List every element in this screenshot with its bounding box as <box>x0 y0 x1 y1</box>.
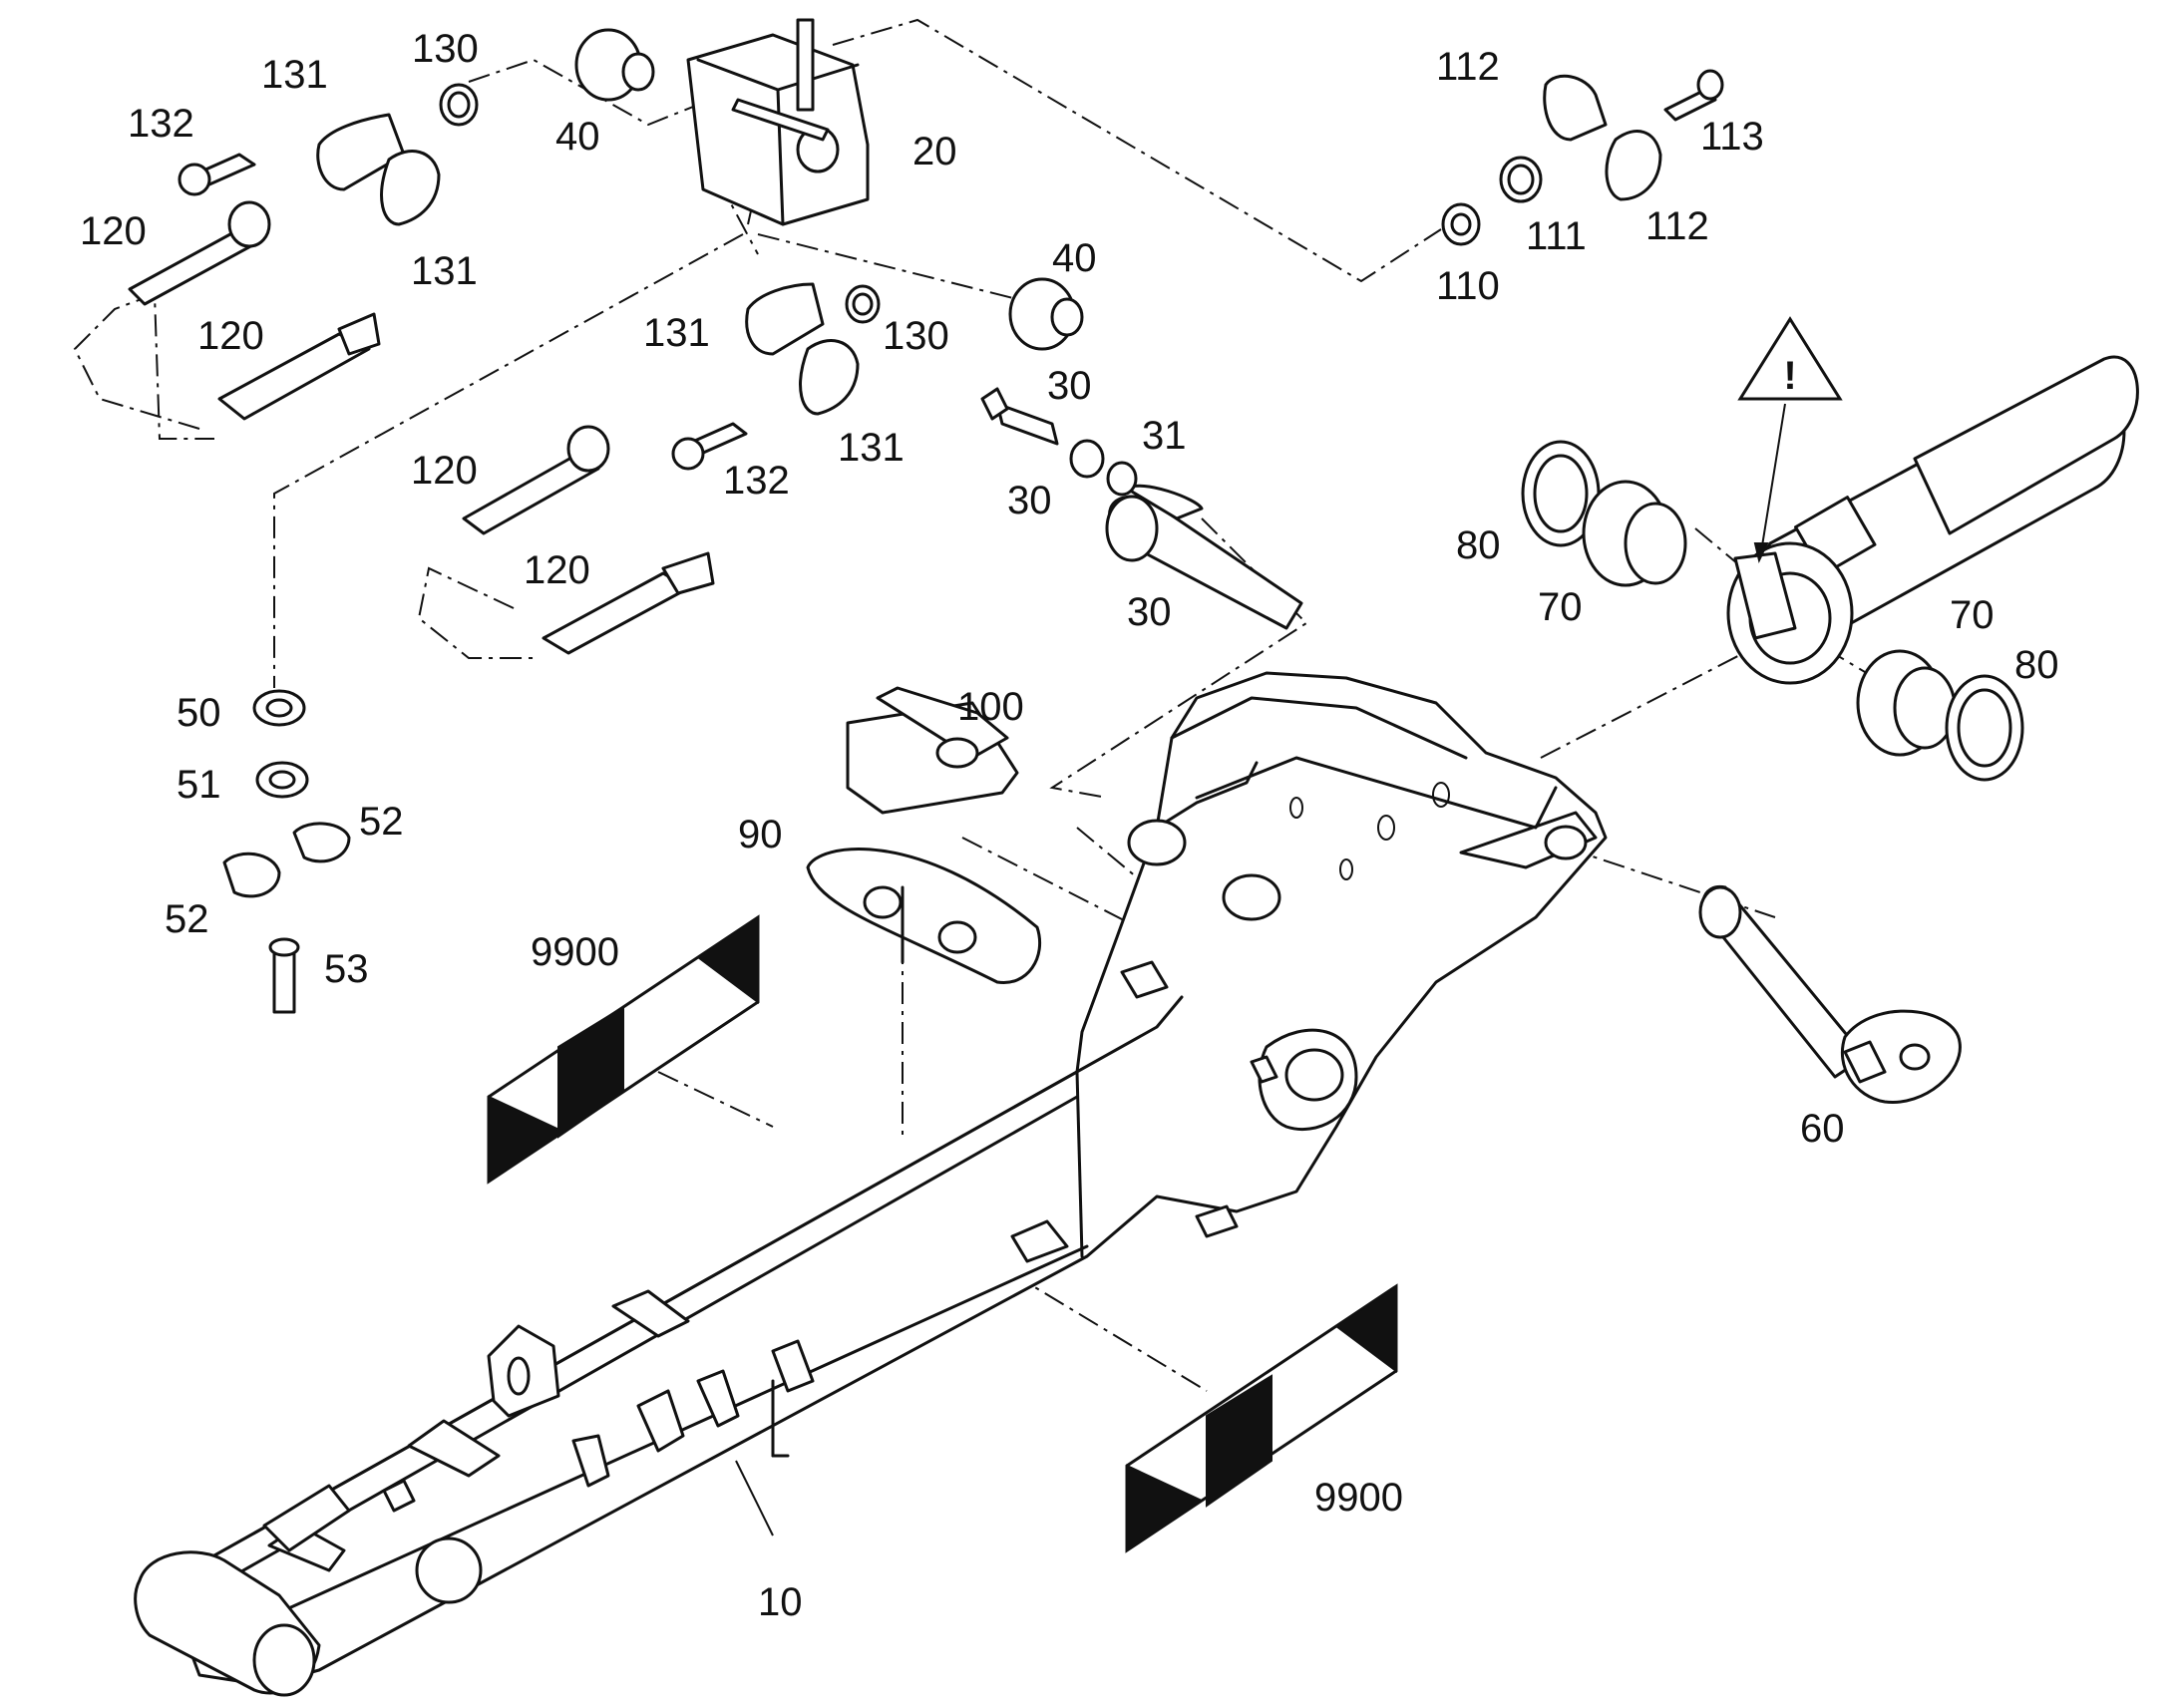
clamps-90-100 <box>806 686 1042 984</box>
label-40: 40 <box>555 115 600 159</box>
flange-components <box>128 83 881 655</box>
boom-arm-part-10 <box>134 671 1608 1697</box>
label-10: 10 <box>758 1580 803 1624</box>
label-52: 52 <box>165 897 209 941</box>
warning-triangle <box>1737 316 1843 401</box>
label-132: 132 <box>128 102 194 146</box>
label-52: 52 <box>359 800 404 844</box>
decal-9900-left <box>487 914 760 1185</box>
label-40: 40 <box>1052 236 1097 280</box>
label-120: 120 <box>80 209 147 253</box>
label-130: 130 <box>412 27 479 71</box>
label-9900: 9900 <box>1314 1476 1403 1520</box>
pin-30 <box>980 387 1303 630</box>
label-113: 113 <box>1700 115 1764 159</box>
hydraulic-cylinder: ! <box>1726 316 2139 685</box>
label-90: 90 <box>738 813 783 856</box>
label-120: 120 <box>411 449 478 493</box>
label-131: 131 <box>261 53 328 97</box>
label-70: 70 <box>1950 593 1995 637</box>
label-131: 131 <box>838 426 905 470</box>
label-30: 30 <box>1127 590 1172 634</box>
label-30: 30 <box>1047 364 1092 408</box>
label-70: 70 <box>1538 585 1583 629</box>
label-50: 50 <box>177 691 221 735</box>
fitting-stack-50-53 <box>222 689 351 1014</box>
label-100: 100 <box>957 685 1024 729</box>
bushings-40 <box>574 28 1084 351</box>
bushings-70-80 <box>1521 440 2024 782</box>
decal-9900-right <box>1125 1283 1398 1553</box>
label-111: 111 <box>1526 214 1587 258</box>
label-131: 131 <box>643 311 710 355</box>
label-112: 112 <box>1436 45 1500 89</box>
label-60: 60 <box>1800 1107 1845 1151</box>
label-120: 120 <box>197 314 264 358</box>
warning-icon: ! <box>1783 354 1796 398</box>
label-131: 131 <box>411 249 478 293</box>
label-9900: 9900 <box>531 930 619 974</box>
part-labels: 132 131 130 40 120 131 120 20 112 113 11… <box>80 27 2059 1624</box>
label-31: 31 <box>1142 414 1187 458</box>
label-112: 112 <box>1645 204 1709 248</box>
label-130: 130 <box>883 314 949 358</box>
fitting-cluster-110-113 <box>1441 69 1724 246</box>
label-132: 132 <box>723 459 790 503</box>
label-120: 120 <box>524 548 590 592</box>
pin-60 <box>1698 885 1962 1104</box>
label-20: 20 <box>912 130 957 173</box>
label-110: 110 <box>1436 264 1500 308</box>
label-80: 80 <box>1456 523 1501 567</box>
label-30: 30 <box>1007 479 1052 522</box>
valve-block-20 <box>686 18 870 226</box>
label-53: 53 <box>324 947 369 991</box>
label-51: 51 <box>177 763 221 807</box>
label-80: 80 <box>2014 643 2059 687</box>
